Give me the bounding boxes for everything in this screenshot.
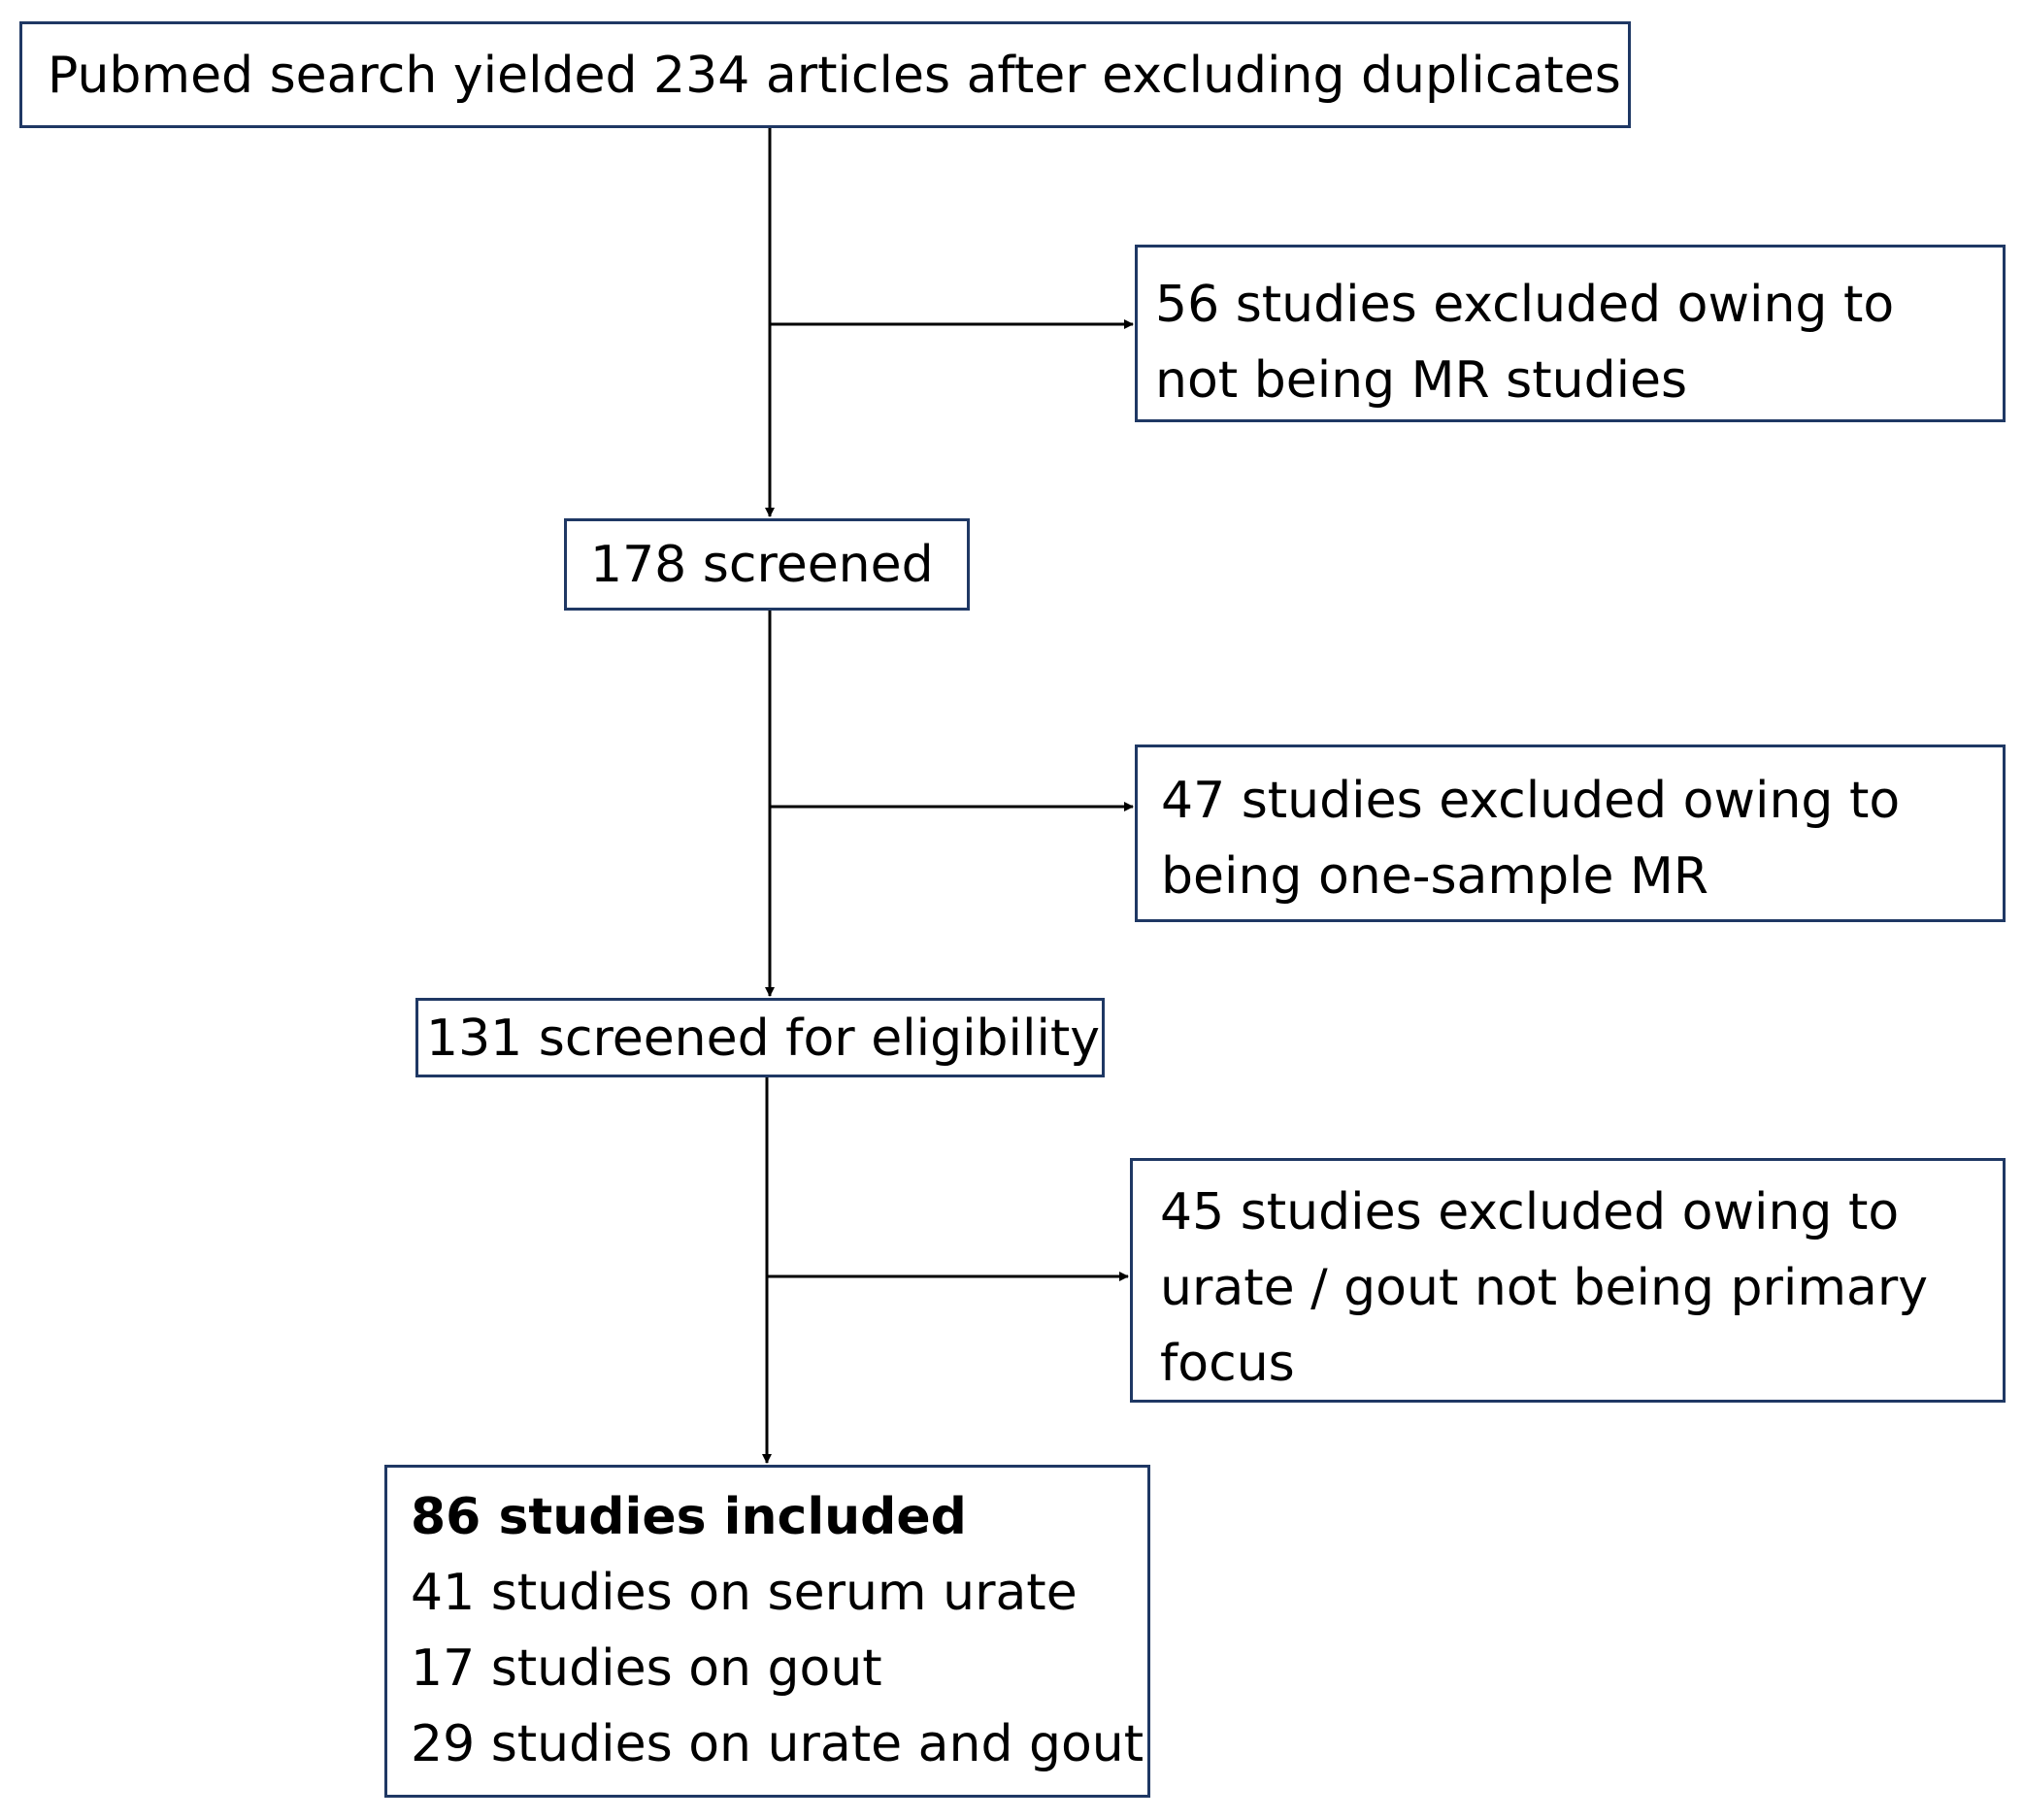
- exclusion-box-2: 47 studies excluded owing to being one-s…: [1135, 745, 2006, 922]
- search-box: Pubmed search yielded 234 articles after…: [19, 21, 1631, 128]
- included-box: 86 studies included 41 studies on serum …: [384, 1465, 1150, 1798]
- exclusion-box-3: 45 studies excluded owing to urate / gou…: [1130, 1158, 2006, 1403]
- exclusion-2-line-2: being one-sample MR: [1161, 847, 1709, 906]
- included-breakdown-2: 17 studies on gout: [411, 1639, 882, 1698]
- exclusion-2-line-1: 47 studies excluded owing to: [1161, 772, 1901, 830]
- exclusion-1-line-1: 56 studies excluded owing to: [1155, 276, 1895, 334]
- search-text: Pubmed search yielded 234 articles after…: [48, 47, 1621, 105]
- included-heading: 86 studies included: [411, 1488, 967, 1546]
- exclusion-3-line-3: focus: [1160, 1335, 1295, 1393]
- included-breakdown-3: 29 studies on urate and gout: [411, 1715, 1144, 1773]
- exclusion-1-line-2: not being MR studies: [1155, 351, 1688, 410]
- screened-text: 178 screened: [590, 536, 934, 594]
- eligibility-box: 131 screened for eligibility: [415, 998, 1105, 1077]
- included-breakdown-1: 41 studies on serum urate: [411, 1564, 1078, 1622]
- exclusion-box-1: 56 studies excluded owing to not being M…: [1135, 245, 2006, 422]
- eligibility-text: 131 screened for eligibility: [426, 1009, 1101, 1068]
- screened-box: 178 screened: [564, 518, 970, 611]
- exclusion-3-line-2: urate / gout not being primary: [1160, 1259, 1928, 1317]
- exclusion-3-line-1: 45 studies excluded owing to: [1160, 1183, 1900, 1241]
